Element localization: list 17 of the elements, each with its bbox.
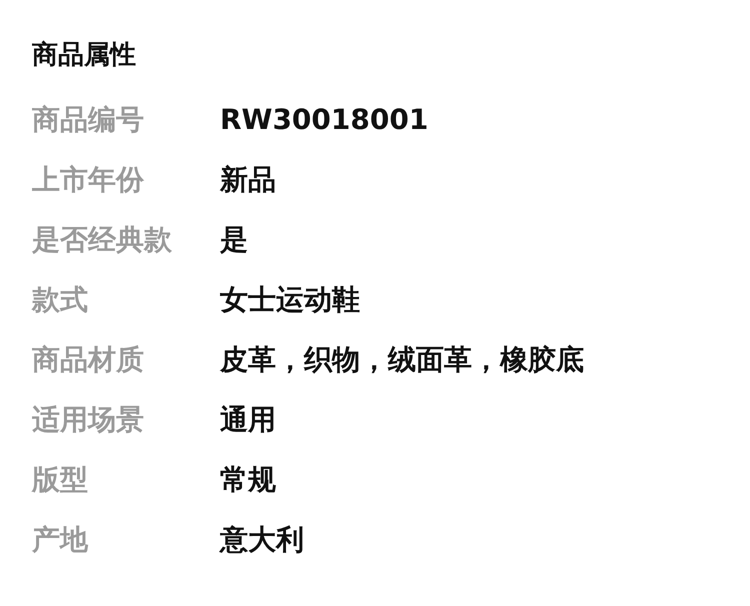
attribute-name: 是否经典款 bbox=[32, 222, 172, 258]
attribute-value: 是 bbox=[220, 222, 248, 258]
attribute-value: 皮革，织物，绒面革，橡胶底 bbox=[220, 342, 584, 378]
attribute-name: 产地 bbox=[32, 522, 88, 558]
attribute-name: 版型 bbox=[32, 462, 88, 498]
attribute-name: 商品编号 bbox=[32, 102, 144, 138]
attribute-value: 新品 bbox=[220, 162, 276, 198]
attribute-value: 通用 bbox=[220, 402, 276, 438]
attribute-name: 适用场景 bbox=[32, 402, 144, 438]
attribute-value: 女士运动鞋 bbox=[220, 282, 360, 318]
section-heading: 商品属性 bbox=[32, 39, 136, 72]
attribute-name: 上市年份 bbox=[32, 162, 144, 198]
attribute-value: 常规 bbox=[220, 462, 276, 498]
attribute-value: 意大利 bbox=[220, 522, 304, 558]
attribute-name: 商品材质 bbox=[32, 342, 144, 378]
attribute-name: 款式 bbox=[32, 282, 88, 318]
attribute-value: RW30018001 bbox=[220, 102, 428, 138]
